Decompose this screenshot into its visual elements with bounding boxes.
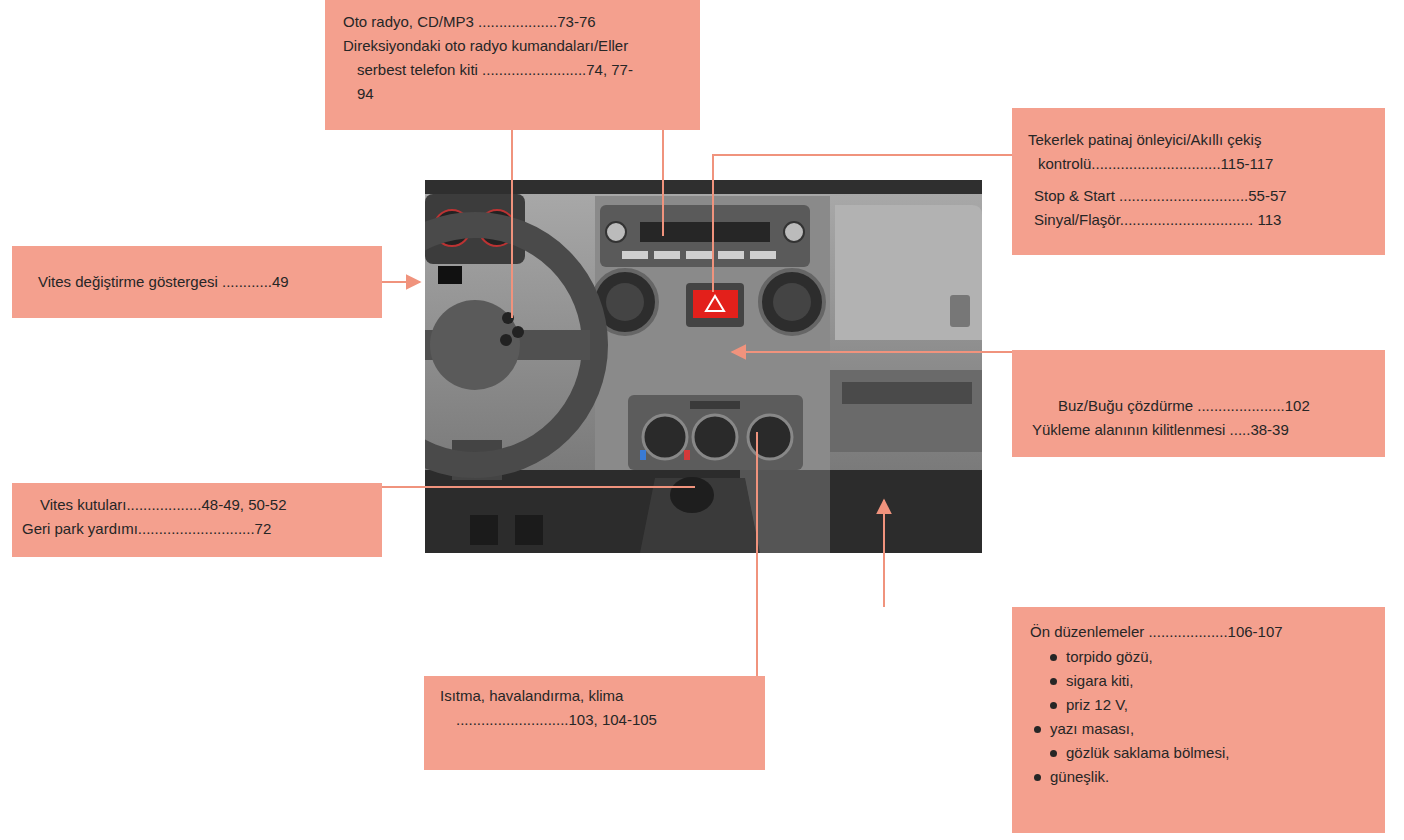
gear-knob (670, 477, 714, 513)
text-row: Sinyal/Flaşör...........................… (1034, 208, 1373, 232)
cold-mark (640, 450, 646, 460)
callout-box: Buz/Buğu çözdürme .....................1… (1012, 350, 1385, 457)
leader-line (713, 155, 1012, 292)
air-vent (760, 270, 824, 334)
hazard-triangle (706, 296, 724, 311)
bullet-dot (1050, 678, 1057, 685)
leader-lines (382, 130, 1012, 676)
leader-line (511, 130, 513, 318)
text-row: güneşlik. (1034, 765, 1373, 789)
callout-box: Isıtma, havalandırma, klima ............… (424, 676, 765, 770)
radio-knob (606, 222, 626, 242)
footwell (425, 470, 982, 553)
radio-knob (784, 222, 804, 242)
hot-mark (684, 450, 690, 460)
leader-arrow (883, 500, 885, 607)
text-row: Tekerlek patinaj önleyici/Akıllı çekiş k… (1028, 128, 1373, 176)
text-row: Vites kutuları..................48-49, 5… (40, 493, 370, 517)
text-row: yazı masası, (1034, 717, 1373, 741)
text-row: Buz/Buğu çözdürme .....................1… (1058, 394, 1373, 418)
glove-box (835, 205, 982, 340)
text-row: Isıtma, havalandırma, klima ............… (440, 684, 700, 732)
leader-line (382, 486, 695, 488)
lower-storage (830, 370, 982, 452)
wheel-hub (430, 300, 520, 390)
text-row: gözlük saklama bölmesi, (1050, 741, 1373, 765)
text-row: Oto radyo, CD/MP3 ...................73-… (343, 10, 686, 34)
text-row: Yükleme alanının kilitlenmesi .....38-39 (1032, 418, 1373, 442)
callout-heading: Vites kutuları..................48-49, 5… (40, 496, 287, 513)
bullet-dot (1050, 750, 1057, 757)
radio-button (686, 251, 712, 259)
text-row: Geri park yardımı.......................… (22, 517, 370, 541)
callout-heading: Oto radyo, CD/MP3 ...................73-… (343, 13, 596, 30)
radio-unit (600, 205, 810, 267)
callout-text: Sinyal/Flaşör...........................… (1034, 211, 1281, 228)
callout-box: Vites değiştirme göstergesi ............… (12, 246, 382, 318)
callout-heading: Tekerlek patinaj önleyici/Akıllı çekiş k… (1028, 131, 1273, 172)
callout-heading: Ön düzenlemeler ...................106-1… (1030, 623, 1283, 640)
leader-line (756, 432, 758, 676)
radio-button (654, 251, 680, 259)
callout-heading: Buz/Buğu çözdürme .....................1… (1058, 397, 1310, 414)
bullet-dot (1034, 726, 1041, 733)
climate-slider (690, 401, 740, 409)
glove-box-handle (950, 295, 970, 327)
radio-button (718, 251, 744, 259)
text-row: Direksiyondaki oto radyo kumandaları/Ell… (343, 34, 643, 106)
callout-text: Stop & Start ...........................… (1034, 187, 1287, 204)
callout-box: Oto radyo, CD/MP3 ...................73-… (325, 0, 700, 130)
leader-arrow (382, 281, 420, 283)
text-row: Stop & Start ...........................… (1034, 184, 1373, 208)
leader-line (662, 130, 664, 236)
bullet-dot (1034, 774, 1041, 781)
callout-box: Ön düzenlemeler ...................106-1… (1012, 607, 1385, 833)
bullet-dot (1050, 702, 1057, 709)
gear-indicator (438, 266, 462, 284)
climate-panel (628, 395, 803, 470)
callout-text: priz 12 V, (1066, 696, 1128, 713)
text-row: priz 12 V, (1050, 693, 1373, 717)
callout-box: Tekerlek patinaj önleyici/Akıllı çekiş k… (1012, 108, 1385, 255)
pedal (470, 515, 498, 545)
climate-knob (693, 415, 737, 459)
leader-arrow (732, 351, 1012, 353)
dashboard-photo (425, 180, 982, 553)
wheel-control (512, 326, 524, 338)
storage-slot (842, 382, 972, 404)
callout-text: sigara kiti, (1066, 672, 1134, 689)
air-vent-center (606, 283, 644, 321)
radio-display (640, 222, 770, 242)
callout-text: Direksiyondaki oto radyo kumandaları/Ell… (343, 37, 633, 102)
callout-text: Yükleme alanının kilitlenmesi .....38-39 (1032, 421, 1289, 438)
steering-wheel (425, 225, 595, 465)
callout-box: Vites kutuları..................48-49, 5… (12, 483, 382, 557)
switch-housing (686, 283, 744, 327)
gear-boot (640, 478, 760, 553)
pedal (515, 515, 543, 545)
text-row: Vites değiştirme göstergesi ............… (38, 270, 370, 294)
text-row: torpido gözü, (1050, 645, 1373, 669)
text-row: sigara kiti, (1050, 669, 1373, 693)
bullet-dot (1050, 654, 1057, 661)
callout-text: gözlük saklama bölmesi, (1066, 744, 1229, 761)
text-row: Ön düzenlemeler ...................106-1… (1030, 620, 1373, 644)
callout-text: güneşlik. (1050, 768, 1109, 785)
callout-heading: Vites değiştirme göstergesi ............… (38, 273, 289, 290)
callout-text: yazı masası, (1050, 720, 1134, 737)
climate-knob (748, 415, 792, 459)
climate-knob (643, 415, 687, 459)
radio-button (622, 251, 648, 259)
wheel-control (500, 334, 512, 346)
windshield-edge (425, 180, 982, 194)
hazard-button (693, 290, 738, 318)
air-vent-center (773, 283, 811, 321)
callout-text: torpido gözü, (1066, 648, 1153, 665)
callout-heading: Isıtma, havalandırma, klima ............… (440, 687, 657, 728)
radio-button (750, 251, 776, 259)
callout-text: Geri park yardımı.......................… (22, 520, 271, 537)
